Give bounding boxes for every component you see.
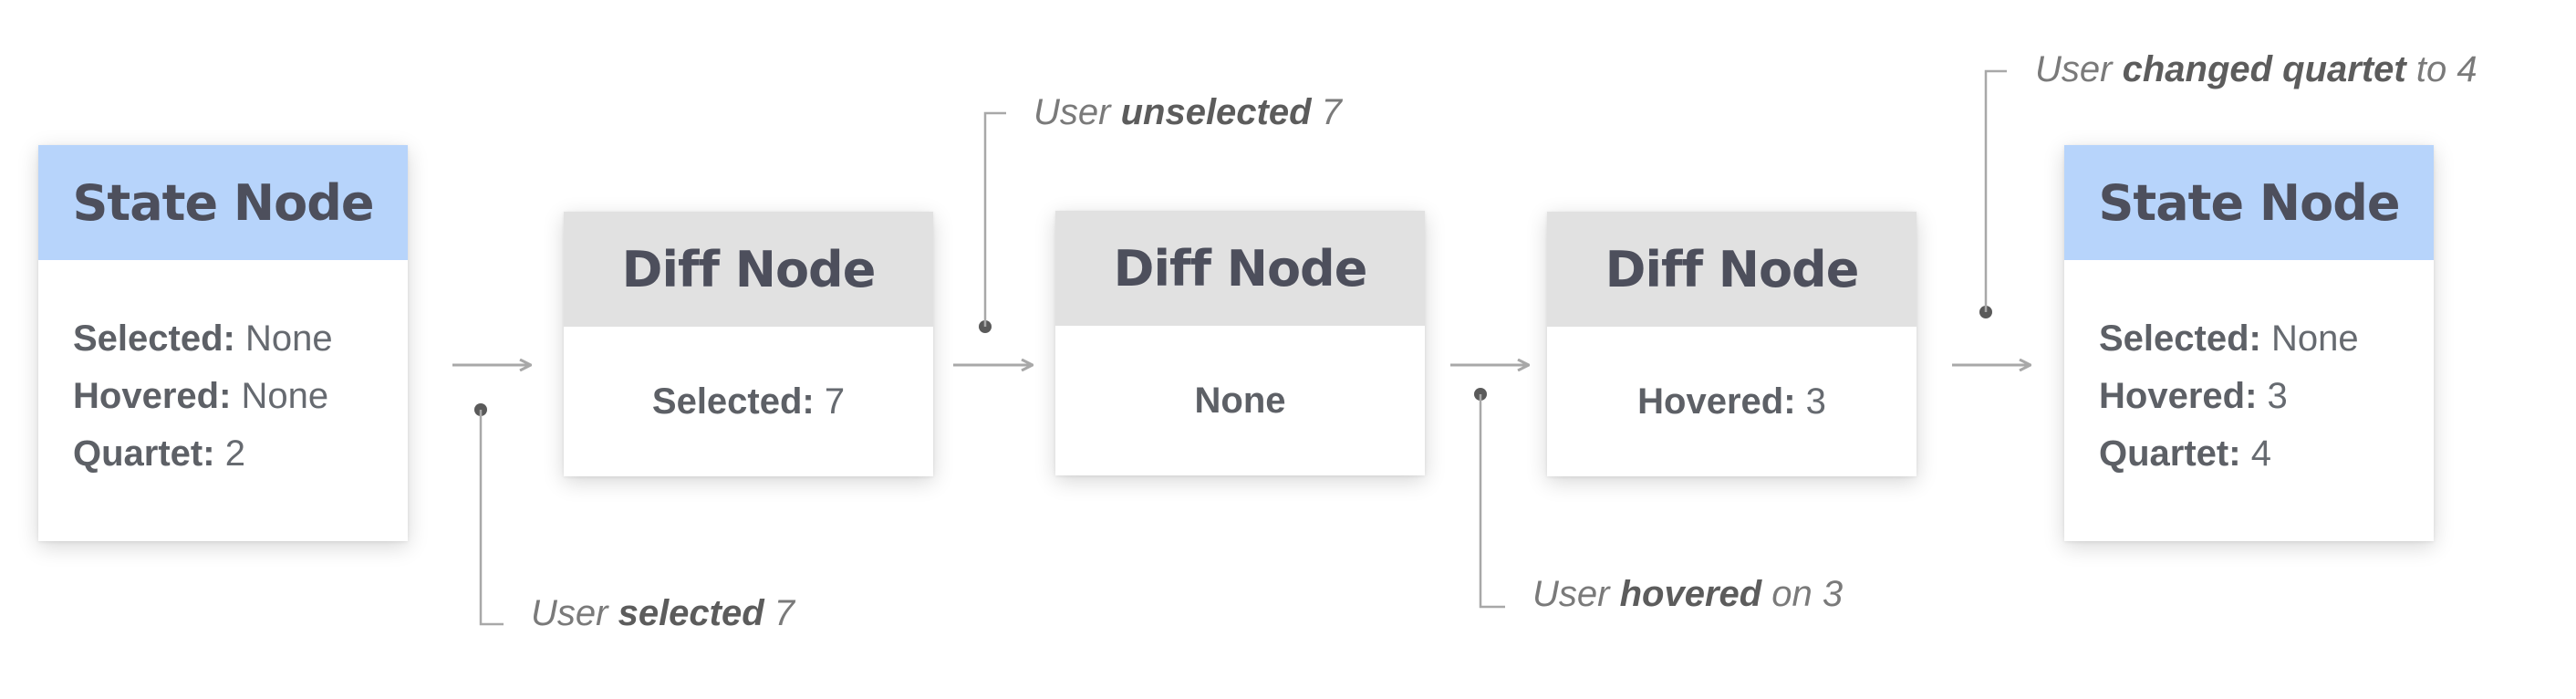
annotation-prefix: User [531,593,618,633]
field-row: Hovered: 3 [1637,381,1826,422]
diff-node-unselected: Diff Node None [1055,211,1425,475]
annotation-action: unselected [1120,92,1312,132]
field-value: None [241,376,329,416]
node-title: Diff Node [564,212,933,327]
node-fields: Selected: None Hovered: 3 Quartet: 4 [2064,260,2434,483]
annotation-changed-quartet: User changed quartet to 4 [2035,49,2477,90]
node-title: Diff Node [1055,211,1425,326]
field-key: Hovered [2099,376,2246,416]
diff-node-hovered: Diff Node Hovered: 3 [1547,212,1916,476]
node-fields: Hovered: 3 [1547,327,1916,476]
annotation-prefix: User [1034,92,1121,132]
field-key: Selected [73,318,223,359]
field-key: Selected [651,381,803,422]
node-fields: Selected: 7 [564,327,933,476]
field-row: Selected: None [2099,318,2359,359]
callout-leader-3 [1474,388,1505,609]
field-key: Hovered [1637,381,1784,422]
field-row: None [1195,381,1286,422]
annotation-selected: User selected 7 [531,593,795,634]
callout-leader-4 [1979,69,2007,318]
field-row: Quartet: 4 [2099,433,2271,474]
annotation-prefix: User [2035,49,2123,89]
node-title: State Node [38,145,408,260]
callout-leader-1 [474,403,504,626]
field-value: None [1194,380,1286,421]
field-row: Quartet: 2 [73,433,245,474]
field-value: None [244,318,333,359]
annotation-action: selected [618,593,764,633]
diff-node-selected: Diff Node Selected: 7 [564,212,933,476]
field-value: 3 [1805,381,1826,422]
annotation-hovered: User hovered on 3 [1532,574,1843,615]
state-node-initial: State Node Selected: None Hovered: None … [38,145,408,541]
field-value: 7 [824,381,846,422]
annotation-suffix: on 3 [1761,574,1844,614]
field-key: Selected [2099,318,2249,359]
field-value: 4 [2250,433,2271,474]
annotation-suffix: to 4 [2405,49,2477,89]
state-node-final: State Node Selected: None Hovered: 3 Qua… [2064,145,2434,541]
field-key: Quartet [73,433,203,474]
annotation-suffix: 7 [1311,92,1342,132]
field-key: Quartet [2099,433,2229,474]
field-value: 2 [224,433,245,474]
field-value: None [2270,318,2359,359]
node-title: Diff Node [1547,212,1916,327]
field-key: Hovered [73,376,220,416]
field-value: 3 [2267,376,2288,416]
annotation-action: hovered [1619,574,1762,614]
annotation-unselected: User unselected 7 [1034,92,1342,133]
annotation-action: changed quartet [2122,49,2406,89]
field-row: Hovered: 3 [2099,376,2288,416]
field-row: Hovered: None [73,376,329,416]
callout-leader-2 [979,111,1006,333]
field-row: Selected: 7 [651,381,846,422]
node-fields: Selected: None Hovered: None Quartet: 2 [38,260,408,483]
field-row: Selected: None [73,318,333,359]
annotation-prefix: User [1532,574,1620,614]
node-fields: None [1055,326,1425,475]
node-title: State Node [2064,145,2434,260]
annotation-suffix: 7 [763,593,795,633]
